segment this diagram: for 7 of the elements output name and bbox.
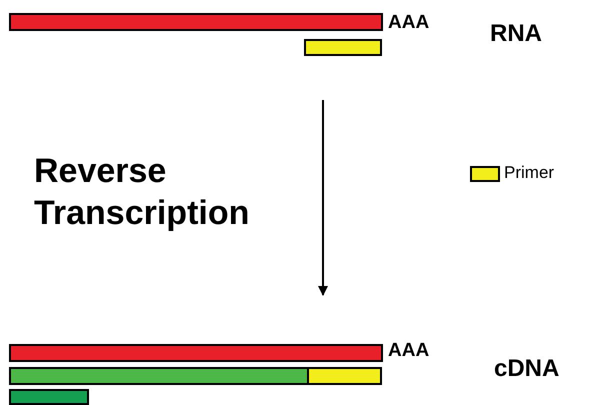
legend-label: Primer xyxy=(504,163,554,183)
molecule-label: cDNA xyxy=(494,355,560,383)
arrow xyxy=(318,100,328,296)
poly-a-tail-label: AAA xyxy=(388,12,430,34)
poly-a-tail-label: AAA xyxy=(388,340,430,362)
edge-label: Reverse Transcription xyxy=(34,151,250,234)
molecule-label: RNA xyxy=(490,20,542,48)
